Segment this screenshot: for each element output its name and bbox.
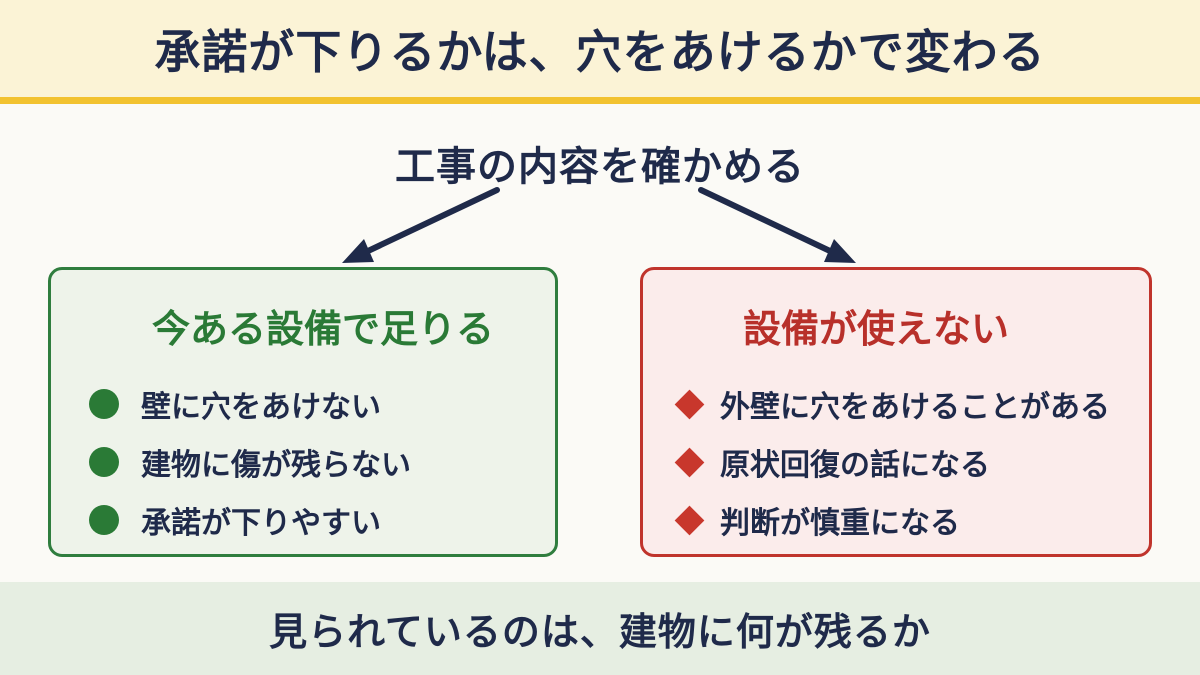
list-item-text: 建物に傷が残らない xyxy=(141,448,411,483)
green-circle-icon xyxy=(89,389,119,419)
option-heading: 設備が使えない xyxy=(742,307,1009,351)
green-circle-icon xyxy=(89,447,119,477)
list-item: 外壁に穴をあけることがある xyxy=(671,375,1110,433)
decision-question: 工事の内容を確かめる xyxy=(395,144,805,190)
option-heading: 今ある設備で足りる xyxy=(151,307,494,351)
page-title: 承諾が下りるかは、穴をあけるかで変わる xyxy=(154,24,1046,79)
red-diamond-icon xyxy=(674,389,705,419)
red-diamond-icon xyxy=(674,505,705,535)
arrow-down-left-icon xyxy=(342,187,500,263)
list-item: 壁に穴をあけない xyxy=(89,375,411,433)
green-circle-icon xyxy=(89,505,119,535)
list-item: 建物に傷が残らない xyxy=(89,433,411,491)
list-item-text: 外壁に穴をあけることがある xyxy=(720,390,1110,425)
footer-banner: 見られているのは、建物に何が残るか xyxy=(0,582,1200,675)
footer-conclusion: 見られているのは、建物に何が残るか xyxy=(269,610,931,654)
list-item: 判断が慎重になる xyxy=(671,491,1110,549)
header-banner: 承諾が下りるかは、穴をあけるかで変わる xyxy=(0,0,1200,104)
arrow-down-right-icon xyxy=(698,187,856,263)
list-item-text: 壁に穴をあけない xyxy=(141,390,381,425)
option-points-list: 外壁に穴をあけることがある 原状回復の話になる 判断が慎重になる xyxy=(671,375,1110,549)
list-item-text: 原状回復の話になる xyxy=(720,448,990,483)
list-item: 原状回復の話になる xyxy=(671,433,1110,491)
list-item-text: 判断が慎重になる xyxy=(720,506,960,541)
red-diamond-icon xyxy=(674,447,705,477)
list-item: 承諾が下りやすい xyxy=(89,491,411,549)
option-points-list: 壁に穴をあけない 建物に傷が残らない 承諾が下りやすい xyxy=(89,375,411,549)
option-existing-equipment: 今ある設備で足りる 壁に穴をあけない 建物に傷が残らない 承諾が下りやすい xyxy=(48,267,558,557)
option-equipment-unusable: 設備が使えない 外壁に穴をあけることがある 原状回復の話になる 判断が慎重になる xyxy=(640,267,1152,557)
list-item-text: 承諾が下りやすい xyxy=(141,506,381,541)
